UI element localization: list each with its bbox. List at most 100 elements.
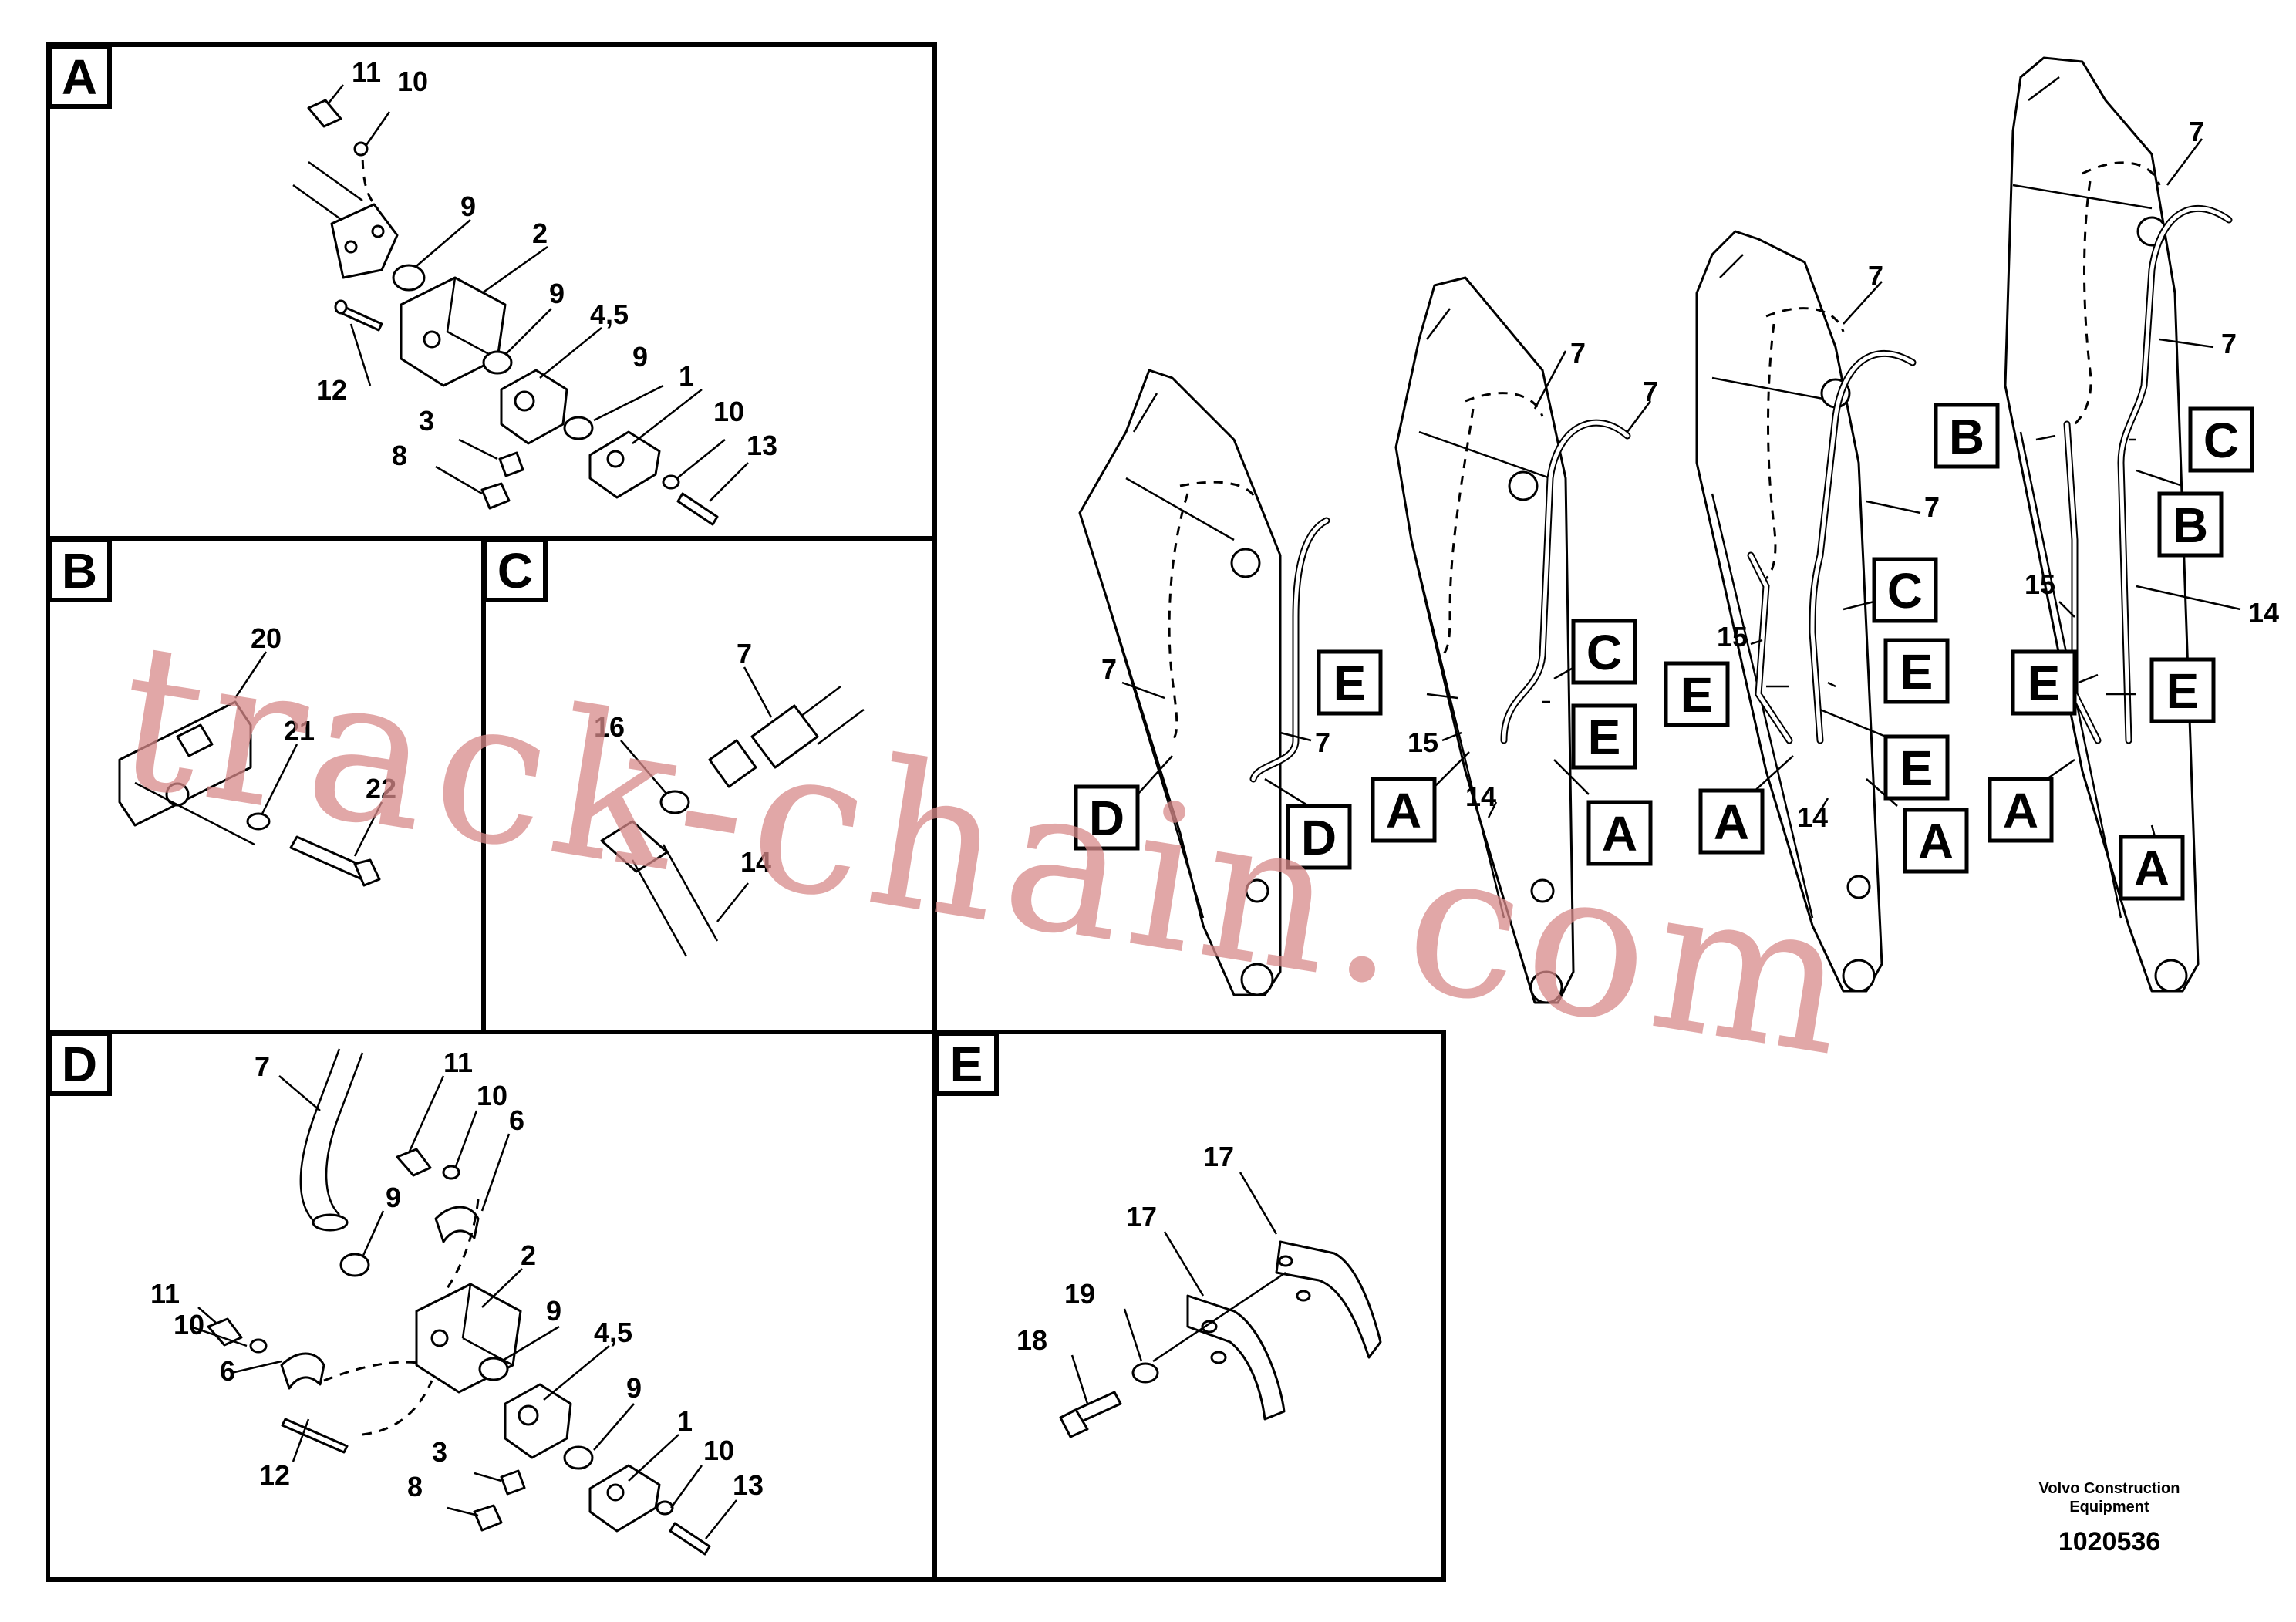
callout-11: 11 bbox=[443, 1047, 473, 1078]
arm-2 bbox=[1394, 276, 1631, 1004]
callout-10: 10 bbox=[174, 1309, 204, 1340]
callout-16: 16 bbox=[594, 711, 625, 743]
box-a-2: A bbox=[1586, 800, 1653, 866]
callout-21: 21 bbox=[284, 715, 315, 747]
panel-d-letter: D bbox=[62, 1037, 97, 1092]
callout-8: 8 bbox=[392, 440, 407, 471]
svg-text:B: B bbox=[2173, 497, 2208, 553]
box-a-3: A bbox=[1698, 788, 1765, 855]
callout-15: 15 bbox=[2025, 568, 2055, 600]
callout-10: 10 bbox=[713, 396, 744, 427]
callout-4-5: 4,5 bbox=[590, 298, 629, 330]
svg-text:E: E bbox=[2166, 663, 2200, 719]
callout-2: 2 bbox=[521, 1239, 536, 1271]
callout-7: 7 bbox=[737, 638, 752, 669]
box-e-4: E bbox=[1664, 661, 1730, 727]
panel-e-label: E bbox=[934, 1031, 999, 1096]
callout-7: 7 bbox=[255, 1050, 270, 1082]
box-c-1: C bbox=[1571, 619, 1637, 685]
callout-1: 1 bbox=[679, 360, 694, 392]
panel-b-label: B bbox=[47, 538, 112, 602]
panel-c-label: C bbox=[483, 538, 548, 602]
svg-text:E: E bbox=[1900, 644, 1934, 700]
box-a-6: A bbox=[2119, 835, 2185, 901]
callout-2: 2 bbox=[532, 218, 548, 249]
svg-text:D: D bbox=[1301, 810, 1337, 865]
callout-11: 11 bbox=[150, 1278, 180, 1310]
callout-14: 14 bbox=[2248, 597, 2279, 629]
box-b-1: B bbox=[1934, 403, 2000, 469]
callout-7: 7 bbox=[1643, 376, 1658, 407]
arm-3 bbox=[1695, 230, 1917, 993]
svg-text:A: A bbox=[1714, 794, 1749, 850]
callout-15: 15 bbox=[1717, 621, 1748, 653]
panel-d-drawing: 7 11 10 6 9 2 11 10 6 9 4,5 12 9 3 1 8 1… bbox=[150, 1047, 764, 1556]
callout-9: 9 bbox=[626, 1372, 642, 1404]
callout-8: 8 bbox=[407, 1471, 423, 1502]
callout-18: 18 bbox=[1017, 1324, 1047, 1356]
panel-a-drawing: 11 10 9 2 9 4,5 9 1 12 3 8 10 13 bbox=[292, 56, 777, 526]
svg-text:E: E bbox=[2028, 656, 2061, 711]
callout-6: 6 bbox=[509, 1104, 524, 1136]
overview-arms bbox=[1078, 56, 2233, 1004]
svg-text:A: A bbox=[1602, 806, 1637, 862]
callout-12: 12 bbox=[259, 1459, 290, 1491]
callout-9: 9 bbox=[632, 341, 648, 373]
box-a-4: A bbox=[1903, 808, 1969, 874]
callout-7: 7 bbox=[1924, 491, 1940, 523]
callout-7: 7 bbox=[1570, 337, 1586, 369]
callout-6: 6 bbox=[220, 1355, 235, 1387]
svg-text:E: E bbox=[1588, 710, 1621, 765]
callout-10: 10 bbox=[397, 66, 428, 97]
box-e-7: E bbox=[2149, 657, 2216, 723]
panel-a-frame bbox=[46, 42, 937, 541]
box-c-2: C bbox=[1872, 557, 1938, 623]
callout-17: 17 bbox=[1126, 1201, 1157, 1233]
callout-3: 3 bbox=[419, 405, 434, 437]
callout-4-5: 4,5 bbox=[594, 1317, 632, 1348]
box-e-2: E bbox=[1571, 703, 1637, 770]
callout-22: 22 bbox=[366, 773, 396, 804]
panel-e-letter: E bbox=[950, 1037, 983, 1092]
callout-12: 12 bbox=[316, 374, 347, 406]
callout-19: 19 bbox=[1064, 1278, 1095, 1310]
box-d-1: D bbox=[1074, 784, 1140, 851]
svg-text:E: E bbox=[1681, 667, 1714, 723]
box-a-1: A bbox=[1371, 777, 1437, 843]
svg-text:C: C bbox=[1887, 563, 1923, 619]
callout-7: 7 bbox=[2221, 328, 2237, 359]
callout-9: 9 bbox=[460, 191, 476, 222]
box-b-2: B bbox=[2157, 491, 2224, 558]
svg-text:D: D bbox=[1089, 791, 1124, 846]
panel-d-label: D bbox=[47, 1031, 112, 1096]
svg-text:A: A bbox=[1386, 783, 1421, 838]
box-c-3: C bbox=[2188, 406, 2254, 473]
callout-7: 7 bbox=[1315, 727, 1330, 758]
svg-text:A: A bbox=[2134, 841, 2170, 896]
callout-10: 10 bbox=[477, 1080, 507, 1111]
overview-boxes: D D E C E A A C E E E A A B C B E E A A bbox=[1074, 403, 2254, 901]
svg-text:C: C bbox=[1586, 625, 1622, 680]
svg-text:E: E bbox=[1333, 656, 1367, 711]
panel-labels: A B C D E bbox=[47, 44, 999, 1096]
callout-13: 13 bbox=[747, 430, 777, 461]
callout-15: 15 bbox=[1408, 727, 1438, 758]
callout-7: 7 bbox=[2189, 116, 2204, 147]
panel-c-letter: C bbox=[497, 543, 533, 599]
box-a-5: A bbox=[1988, 777, 2054, 843]
panel-e-frame bbox=[932, 1030, 1446, 1582]
title-block: Volvo Construction Equipment 1020536 bbox=[2039, 1480, 2180, 1556]
panel-a-label: A bbox=[47, 44, 112, 109]
box-e-3: E bbox=[1883, 638, 1950, 704]
box-d-2: D bbox=[1286, 804, 1352, 870]
svg-text:C: C bbox=[2203, 413, 2239, 468]
panel-e-drawing: 17 17 19 18 bbox=[1017, 1141, 1382, 1438]
box-e-5: E bbox=[1883, 734, 1950, 801]
callout-20: 20 bbox=[251, 622, 282, 654]
callout-7: 7 bbox=[1868, 260, 1883, 292]
svg-text:A: A bbox=[2003, 783, 2038, 838]
arm-1 bbox=[1078, 369, 1330, 996]
svg-text:E: E bbox=[1900, 740, 1934, 796]
drawing-number: 1020536 bbox=[2058, 1527, 2160, 1556]
